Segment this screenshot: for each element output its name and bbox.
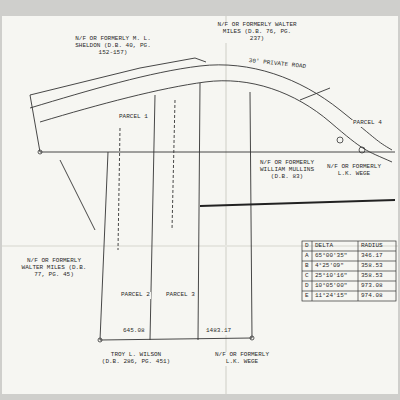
owner-note: N/F OR FORMERLY L.K. WEGE <box>318 164 390 178</box>
owner-note: N/F OR FORMERLY WALTER MILES (D.B. 77, P… <box>14 258 94 279</box>
table-cell: D <box>304 283 310 290</box>
owner-note: N/F OR FORMERLY L.K. WEGE <box>206 352 278 366</box>
iron-pin-symbol <box>250 336 254 340</box>
table-cell: 65°00'35" <box>314 253 348 260</box>
curve-table-grid <box>302 241 396 301</box>
road-line <box>40 81 392 162</box>
table-cell: 974.08 <box>360 293 384 300</box>
parcel-name: PARCEL 2 <box>120 292 151 299</box>
owner-note: N/F OR FORMERLY WILLIAM MULLINS (D.B. 83… <box>258 160 316 181</box>
owner-note: N/F OR FORMERLY M. L. SHELDON (D.B. 40, … <box>70 36 156 57</box>
paper-sheet <box>2 16 398 394</box>
parcel-line <box>100 152 108 340</box>
table-cell: 4°25'09" <box>314 263 345 270</box>
parcel-line <box>150 95 155 340</box>
road-line <box>30 65 392 150</box>
parcel-line <box>198 83 200 340</box>
parcel-name: PARCEL 1 <box>118 114 149 121</box>
owner-note: TROY L. WILSON (D.B. 286, PG. 451) <box>100 352 172 366</box>
table-cell: E <box>304 293 310 300</box>
table-cell: 358.53 <box>360 273 384 280</box>
table-cell: B <box>304 263 310 270</box>
dimension: 1483.17 <box>205 328 232 335</box>
boundary-line <box>30 95 40 152</box>
parcel-name: PARCEL 4 <box>352 120 383 127</box>
table-cell: 25°10'16" <box>314 273 348 280</box>
dimension: 645.08 <box>122 328 146 335</box>
parcel-name: PARCEL 3 <box>165 292 196 299</box>
north-boundary <box>30 58 206 95</box>
heavy-line <box>200 200 395 206</box>
table-cell: 10°05'00" <box>314 283 348 290</box>
table-header: DELTA <box>314 243 334 250</box>
dashed-line <box>172 100 175 230</box>
table-header: D <box>304 243 310 250</box>
table-cell: 346.17 <box>360 253 384 260</box>
leader-line <box>300 88 330 100</box>
dashed-line <box>118 128 120 250</box>
monument-symbol <box>359 147 365 153</box>
monument-symbol <box>337 137 343 143</box>
road-name: 30' PRIVATE ROAD <box>247 58 307 71</box>
boundary-line <box>100 338 252 340</box>
table-cell: 973.08 <box>360 283 384 290</box>
parcel-line <box>250 92 252 338</box>
iron-pin-symbol <box>38 150 42 154</box>
leader-line <box>60 160 95 230</box>
fold-crease <box>2 245 398 247</box>
iron-pin-symbol <box>98 338 102 342</box>
table-cell: A <box>304 253 310 260</box>
table-cell: C <box>304 273 310 280</box>
table-cell: 358.53 <box>360 263 384 270</box>
owner-note: N/F OR FORMERLY WALTER MILES (D.B. 76, P… <box>214 22 300 43</box>
table-cell: 11°24'15" <box>314 293 348 300</box>
table-header: RADIUS <box>360 243 384 250</box>
boundary-line <box>40 152 395 153</box>
